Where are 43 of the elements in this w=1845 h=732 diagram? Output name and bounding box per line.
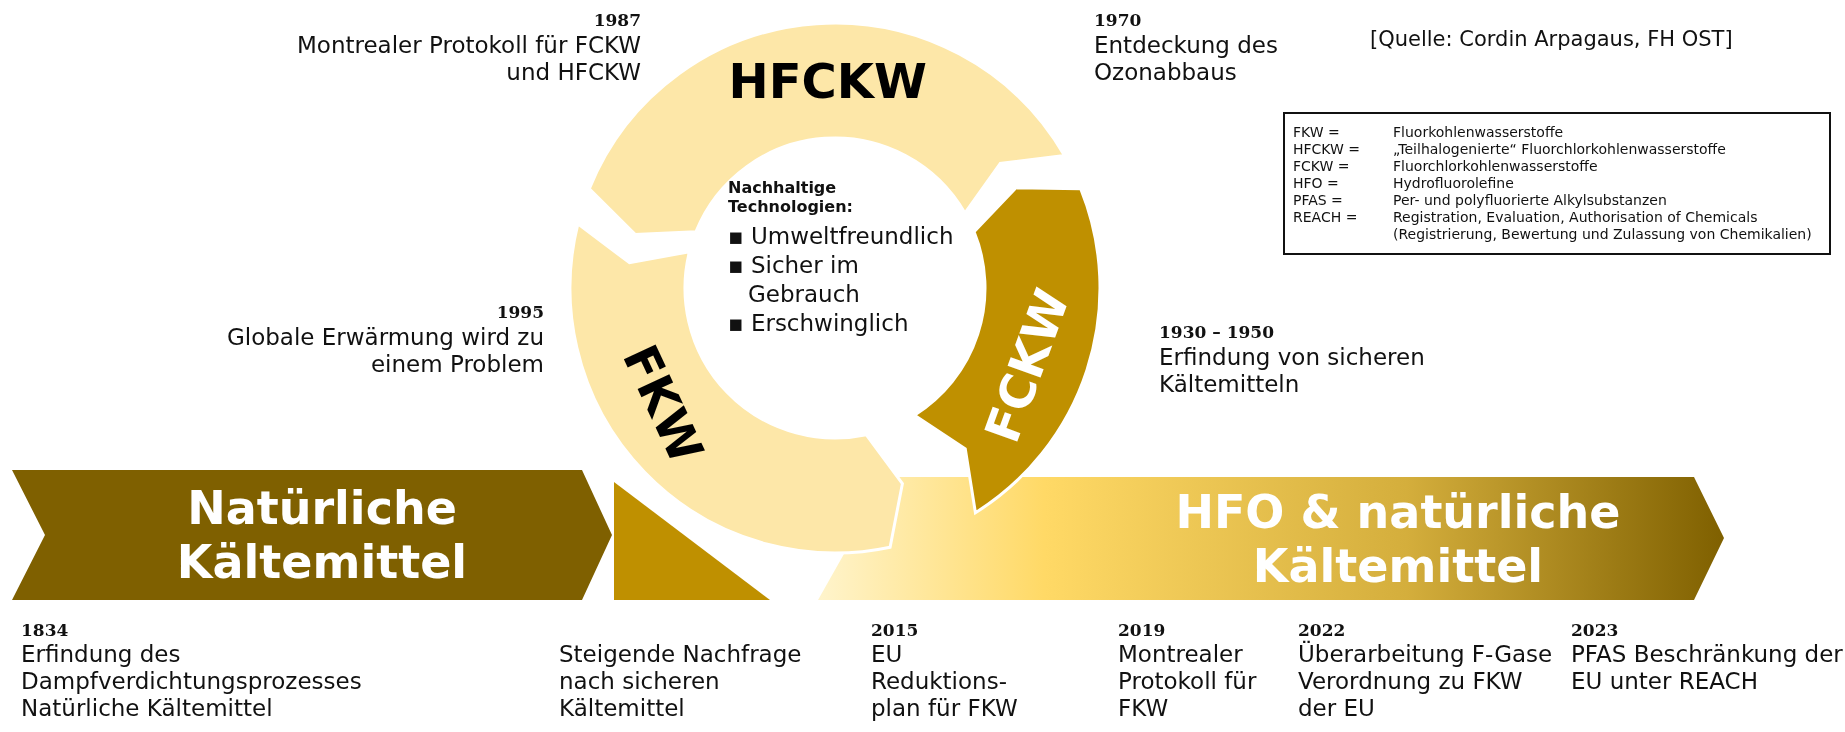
abbreviation-text: FCKW = <box>1293 158 1350 175</box>
year-label: 2023 <box>1571 620 1619 640</box>
definition-text: Hydrofluorolefine <box>1393 175 1514 192</box>
heading-text: Nachhaltige Technologien: <box>728 178 854 216</box>
bullet-item: ▪ Sicher im Gebrauch <box>728 251 861 309</box>
bullet-item: ▪ Erschwinglich <box>728 309 909 338</box>
event-text: Erfindung von sicheren Kältemitteln <box>1159 344 1426 398</box>
abbreviation-text: REACH = <box>1293 209 1358 227</box>
definition-text: Registration, Evaluation, Authorisation of Chemicals (Registrierung, Bewertung und Zulassung von Chemikalien) <box>1393 209 1813 243</box>
event-text: Überarbeitung F-Gase Verordnung zu FKW der EU <box>1298 641 1554 722</box>
bullet-item: ▪ Umweltfreundlich <box>728 222 954 251</box>
year-label: 2019 <box>1118 620 1166 640</box>
source-note: [Quelle: Cordin Arpagaus, FH OST] <box>1370 26 1733 53</box>
year-label: 1930 – 1950 <box>1159 322 1274 342</box>
segment-label: FKW <box>612 336 715 472</box>
year-label: 1834 <box>21 620 69 640</box>
definition-text: Fluorchlorkohlenwasserstoffe <box>1393 158 1598 175</box>
abbreviation-text: PFAS = <box>1293 192 1343 209</box>
definition-text: Per- und polyfluorierte Alkylsubstanzen <box>1393 192 1667 209</box>
wedge-shape <box>614 482 770 600</box>
year-label: 1995 <box>496 302 544 322</box>
abbreviation-text: FKW = <box>1293 124 1340 141</box>
band-title: HFO & natürliche Kältemittel <box>1174 484 1622 593</box>
event-text: Steigende Nachfrage nach sicheren Kältemittel <box>559 641 803 722</box>
timeline-band <box>818 477 1724 600</box>
abbreviation-text: HFO = <box>1293 175 1339 192</box>
year-label: 2015 <box>871 620 919 640</box>
event-text: Entdeckung des Ozonabbaus <box>1094 32 1279 86</box>
event-text: Montrealer Protokoll für FKW <box>1118 641 1258 722</box>
abbreviation-text: HFCKW = <box>1293 141 1361 158</box>
event-text: Erfindung des Dampfverdichtungsprozesses Natürliche Kältemittel <box>21 641 363 722</box>
band-title: Natürliche Kältemittel <box>175 481 469 589</box>
definition-text: „Teilhalogenierte“ Fluorchlorkohlenwasserstoffe <box>1393 141 1726 158</box>
event-text: PFAS Beschränkung der EU unter REACH <box>1571 641 1843 695</box>
event-text: Montrealer Protokoll für FCKW und HFCKW <box>296 32 641 86</box>
event-text: EU Reduktions- plan für FKW <box>871 641 1019 722</box>
year-label: 1970 <box>1094 10 1142 30</box>
segment-label: HFCKW <box>728 53 927 110</box>
timeline-band <box>12 470 612 600</box>
definition-text: Fluorkohlenwasserstoffe <box>1393 124 1564 141</box>
event-text: Globale Erwärmung wird zu einem Problem <box>225 324 544 378</box>
year-label: 2022 <box>1298 620 1346 640</box>
year-label: 1987 <box>593 10 641 30</box>
